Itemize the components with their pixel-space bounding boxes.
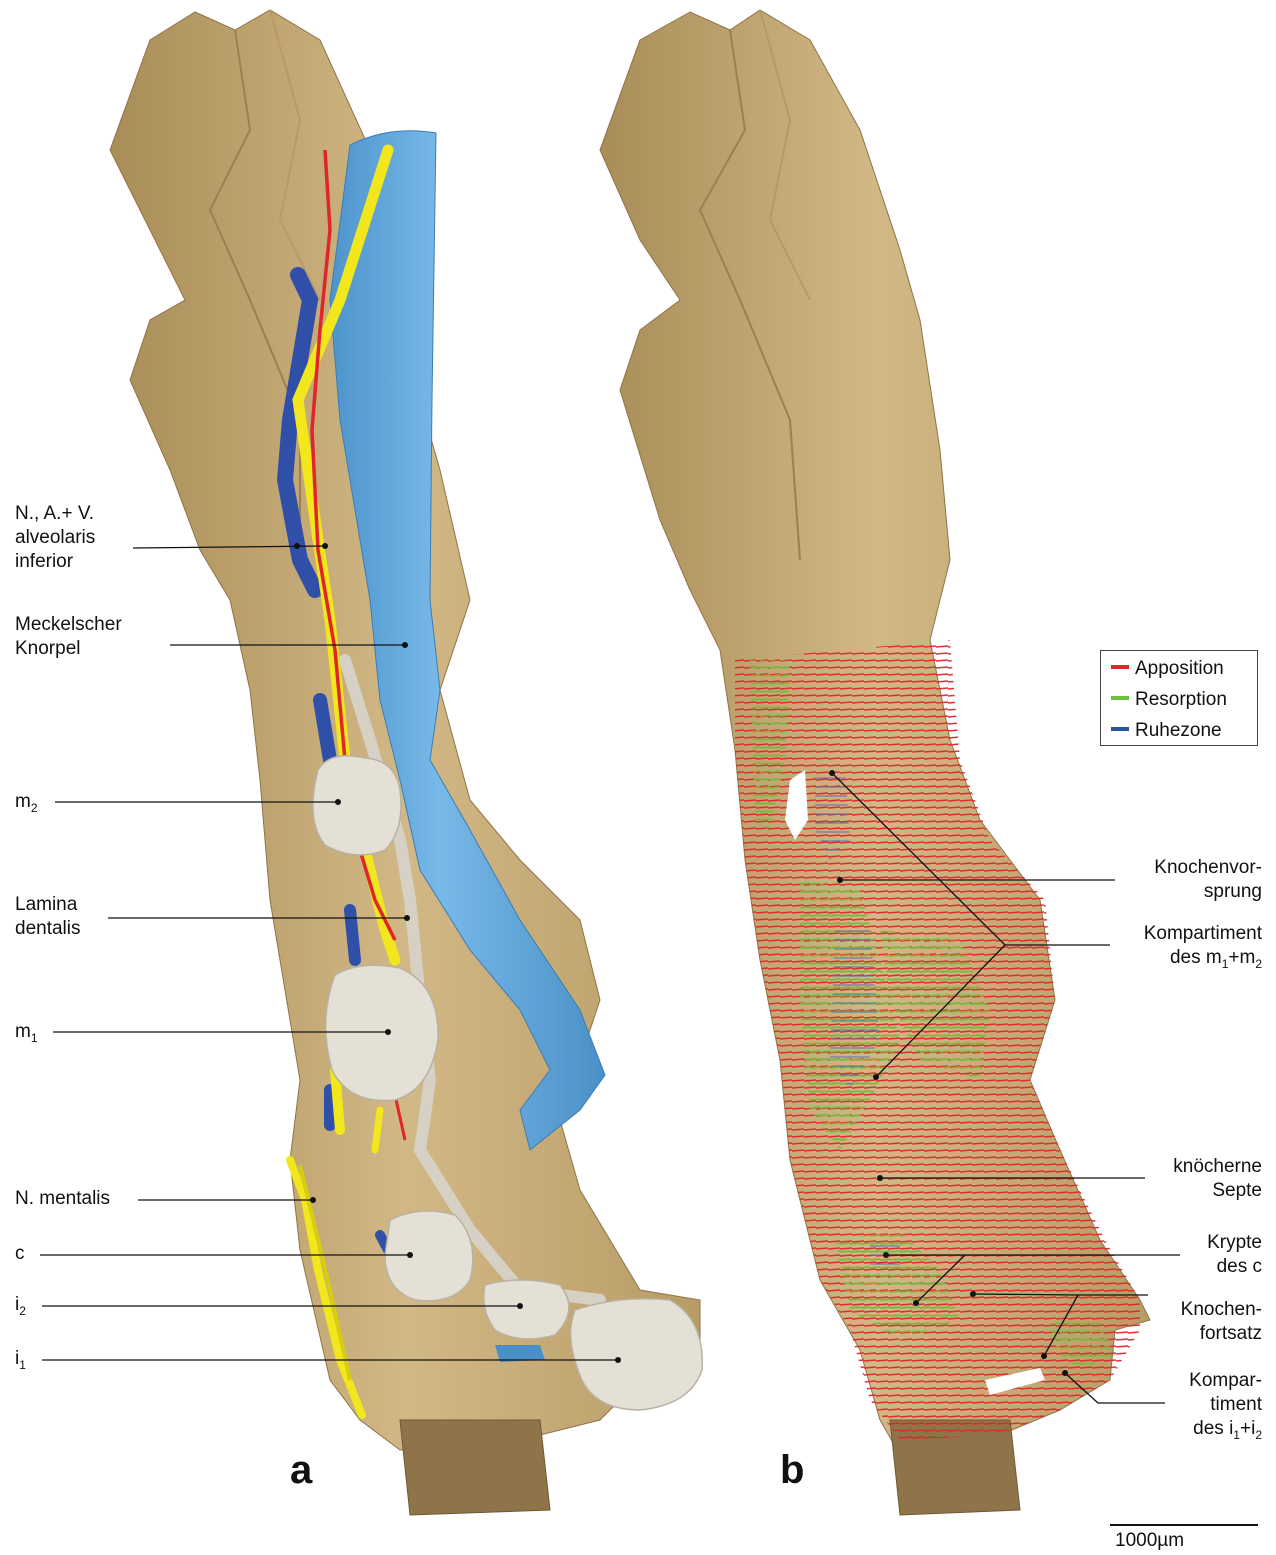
label-meckel-line1: Meckelscher bbox=[15, 613, 122, 637]
label-mentalis: N. mentalis bbox=[15, 1187, 110, 1211]
scale-bar-label: 1000µm bbox=[1115, 1530, 1184, 1552]
legend: Apposition Resorption Ruhezone bbox=[1100, 650, 1258, 746]
label-kompartiment-m: Kompartiment des m1+m2 bbox=[1144, 922, 1262, 971]
label-nerve-alveolaris: N., A.+ V. alveolaris inferior bbox=[15, 502, 95, 574]
legend-item-resorption: Resorption bbox=[1111, 688, 1227, 712]
label-nerve-line3: inferior bbox=[15, 550, 95, 574]
label-lamina: Lamina dentalis bbox=[15, 893, 81, 941]
legend-swatch-resorption bbox=[1111, 696, 1129, 700]
label-kompart-i-line3: des i1+i2 bbox=[1189, 1417, 1262, 1442]
panel-a-model bbox=[110, 10, 702, 1515]
tooth-germ-i1 bbox=[571, 1299, 703, 1410]
label-knochenfortsatz: Knochen- fortsatz bbox=[1181, 1298, 1262, 1346]
legend-label-apposition: Apposition bbox=[1135, 658, 1224, 679]
tooth-germ-i2 bbox=[484, 1280, 569, 1339]
legend-label-ruhezone: Ruhezone bbox=[1135, 720, 1222, 741]
label-m1-base: m bbox=[15, 1021, 31, 1042]
legend-item-apposition: Apposition bbox=[1111, 657, 1224, 681]
label-meckel: Meckelscher Knorpel bbox=[15, 613, 122, 661]
legend-item-ruhezone: Ruhezone bbox=[1111, 719, 1222, 743]
label-meckel-line2: Knorpel bbox=[15, 637, 122, 661]
panel-b-model bbox=[600, 10, 1150, 1515]
nerve-segment-3 bbox=[375, 1110, 380, 1150]
label-kompart-m-line2: des m1+m2 bbox=[1144, 946, 1262, 971]
label-kompart-i-line1: Kompar- bbox=[1189, 1369, 1262, 1393]
label-septe-line1: knöcherne bbox=[1173, 1155, 1262, 1179]
label-lamina-line2: dentalis bbox=[15, 917, 81, 941]
label-krypte: Krypte des c bbox=[1207, 1231, 1262, 1279]
label-m2: m2 bbox=[15, 790, 38, 815]
label-i1-sub: 1 bbox=[19, 1358, 26, 1372]
label-c: c bbox=[15, 1242, 25, 1266]
tooth-germ-c bbox=[385, 1211, 473, 1301]
label-knochenvorsprung: Knochenvor- sprung bbox=[1154, 856, 1262, 904]
label-knochenvor-line1: Knochenvor- bbox=[1154, 856, 1262, 880]
label-nerve-line2: alveolaris bbox=[15, 526, 95, 550]
label-m2-sub: 2 bbox=[31, 801, 38, 815]
panel-letter-b: b bbox=[780, 1448, 804, 1493]
label-krypte-line1: Krypte bbox=[1207, 1231, 1262, 1255]
label-septe: knöcherne Septe bbox=[1173, 1155, 1262, 1203]
label-krypte-line2: des c bbox=[1207, 1255, 1262, 1279]
label-m1: m1 bbox=[15, 1020, 38, 1045]
legend-label-resorption: Resorption bbox=[1135, 689, 1227, 710]
vein-segment-2 bbox=[320, 700, 330, 760]
label-kompartiment-i: Kompar- timent des i1+i2 bbox=[1189, 1369, 1262, 1442]
label-i1: i1 bbox=[15, 1347, 26, 1372]
label-m1-sub: 1 bbox=[31, 1031, 38, 1045]
label-i2-sub: 2 bbox=[19, 1304, 26, 1318]
label-nerve-line1: N., A.+ V. bbox=[15, 502, 95, 526]
label-m2-base: m bbox=[15, 791, 31, 812]
panel-letter-a: a bbox=[290, 1448, 312, 1493]
tooth-germ-m1 bbox=[326, 965, 438, 1100]
legend-swatch-apposition bbox=[1111, 665, 1129, 669]
tooth-germ-m2 bbox=[313, 756, 401, 855]
label-septe-line2: Septe bbox=[1173, 1179, 1262, 1203]
label-lamina-line1: Lamina bbox=[15, 893, 81, 917]
legend-swatch-ruhezone bbox=[1111, 727, 1129, 731]
bone-base-a bbox=[400, 1420, 550, 1515]
label-kompart-i-line2: timent bbox=[1189, 1393, 1262, 1417]
label-fortsatz-line1: Knochen- bbox=[1181, 1298, 1262, 1322]
label-knochenvor-line2: sprung bbox=[1154, 880, 1262, 904]
label-fortsatz-line2: fortsatz bbox=[1181, 1322, 1262, 1346]
label-kompart-m-line1: Kompartiment bbox=[1144, 922, 1262, 946]
label-i2: i2 bbox=[15, 1293, 26, 1318]
